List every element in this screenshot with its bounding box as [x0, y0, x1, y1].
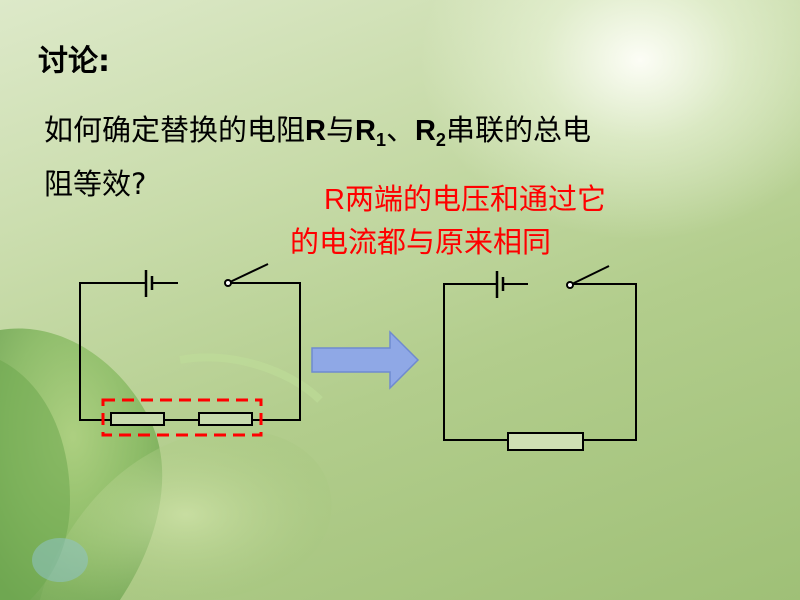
- question-r1-sub: 1: [375, 130, 386, 150]
- answer-r: R: [324, 184, 345, 216]
- answer-line1: R两端的电压和通过它: [290, 178, 710, 221]
- question-comma: 、: [385, 113, 415, 147]
- switch-pivot-left: [224, 279, 232, 287]
- circuit-original: [79, 263, 301, 426]
- resistor-r2: [198, 412, 253, 426]
- question-r: R: [305, 115, 326, 147]
- switch-lever-left: [229, 263, 269, 283]
- answer-line1-rest: 两端的电压和通过它: [344, 182, 606, 216]
- question-r2-sub: 2: [435, 130, 446, 150]
- circuit-equivalent-wires: [443, 283, 637, 441]
- resistor-r-equivalent: [507, 432, 584, 451]
- question-and: 与: [325, 113, 355, 147]
- answer-line2: 的电流都与原来相同: [290, 225, 552, 259]
- question-line2: 阻等效?: [44, 167, 147, 201]
- circuit-equivalent: [443, 265, 637, 451]
- arrow-right-icon: [311, 330, 420, 390]
- question-part2: 串联的总电: [445, 113, 591, 147]
- dashed-highlight-box: [101, 398, 263, 437]
- circuit-original-wires: [79, 282, 301, 421]
- question-part1: 如何确定替换的电阻: [44, 113, 306, 147]
- answer-text: R两端的电压和通过它 的电流都与原来相同: [290, 178, 710, 263]
- heading-discussion: 讨论:: [38, 44, 110, 79]
- question-r2-letter: R: [414, 115, 436, 147]
- switch-lever-right: [571, 265, 610, 285]
- switch-pivot-right: [566, 281, 574, 289]
- resistor-r1: [110, 412, 165, 426]
- question-text: 如何确定替换的电阻R与R1、R2串联的总电 阻等效?: [44, 108, 744, 206]
- question-r1-letter: R: [354, 115, 376, 147]
